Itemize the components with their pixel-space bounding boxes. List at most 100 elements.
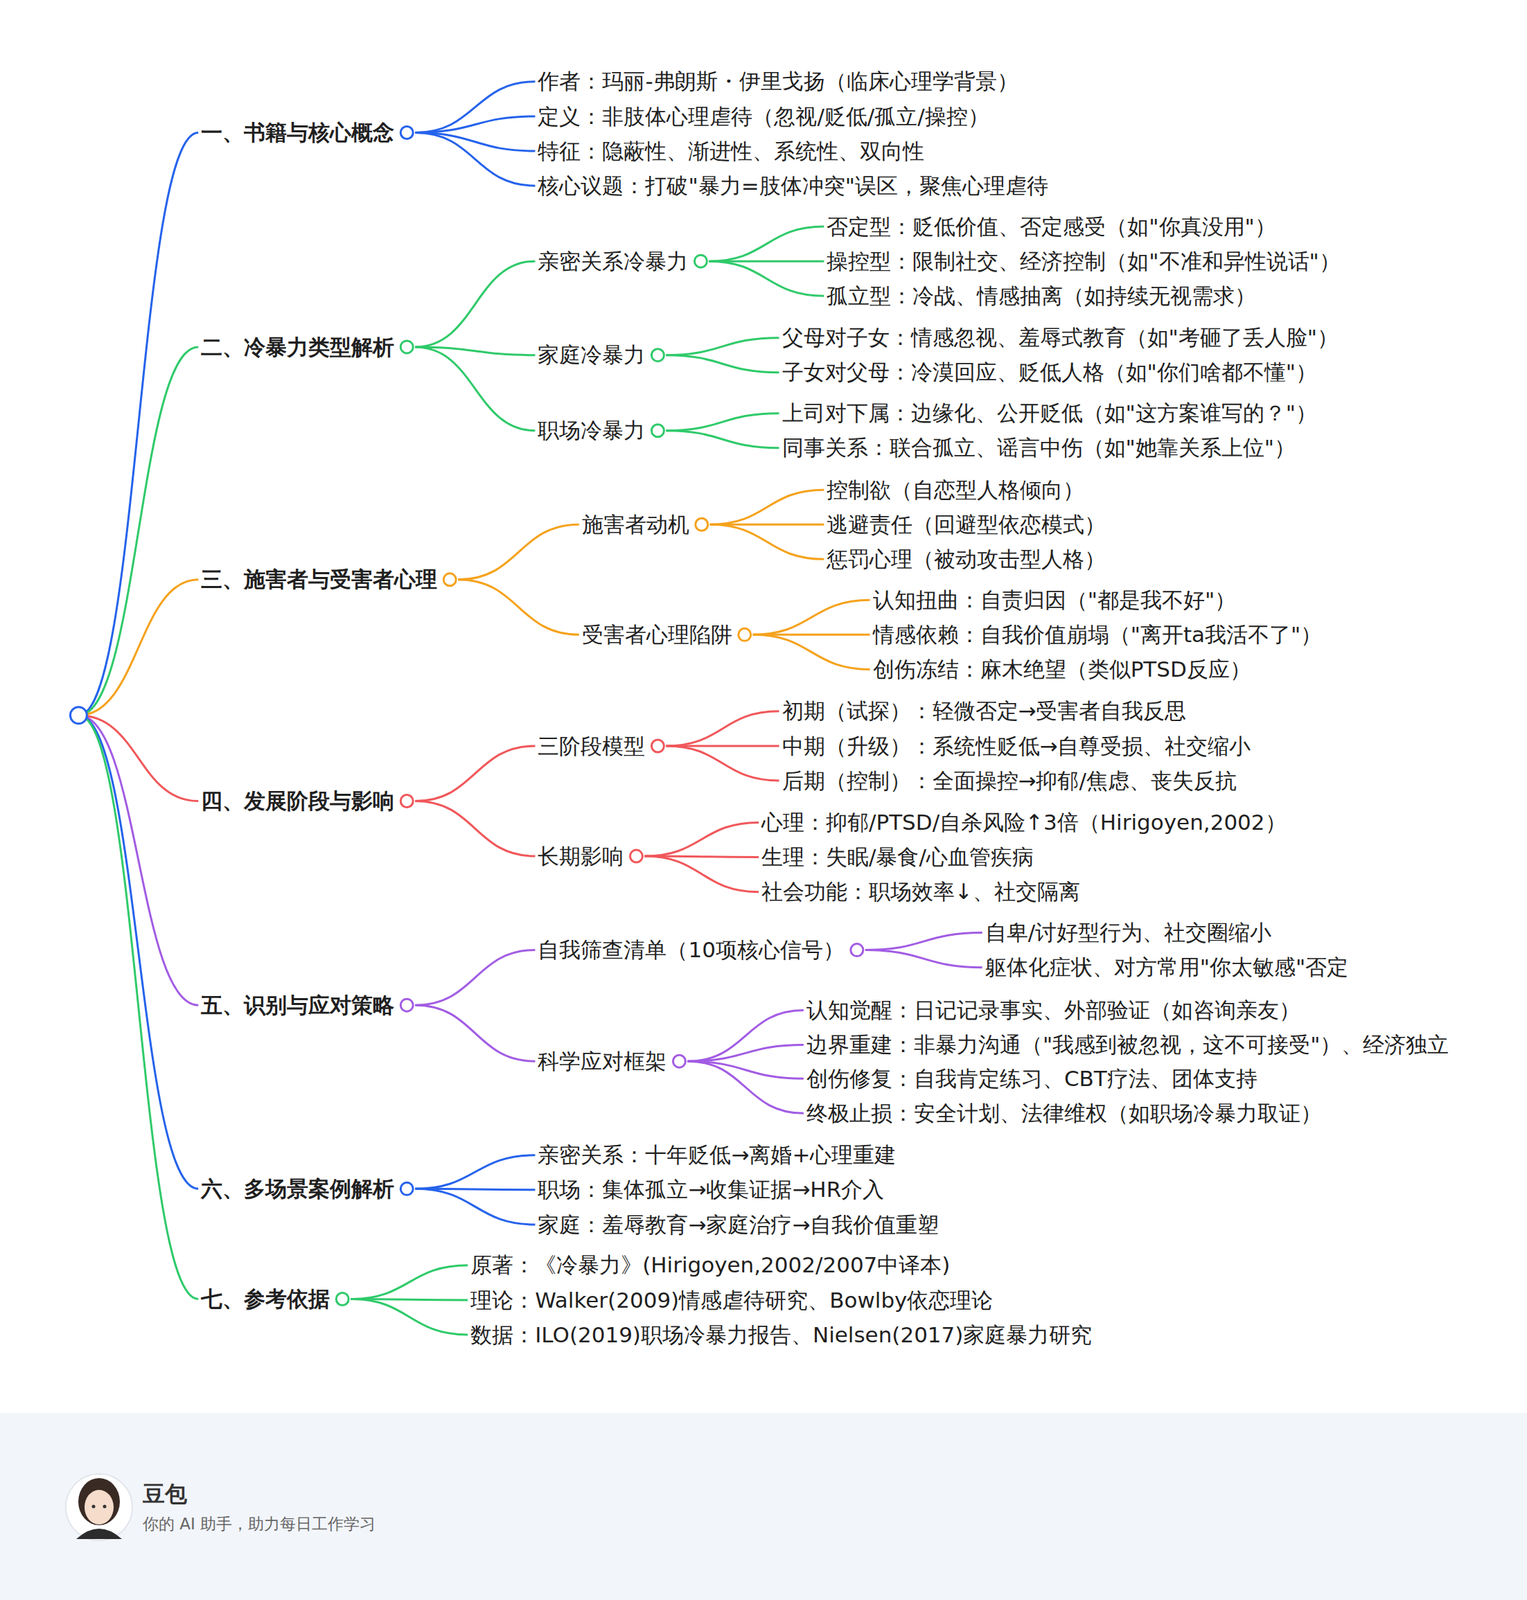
branch-dot — [400, 999, 413, 1012]
branch-dot — [850, 944, 864, 957]
node-text: 边界重建：非暴力沟通（"我感到被忽视，这不可接受"）、经济独立 — [806, 1032, 1450, 1058]
node-text: 心理：抑郁/PTSD/自杀风险↑3倍（Hirigoyen,2002） — [761, 809, 1287, 835]
branch-heading: 一、书籍与核心概念 — [198, 117, 416, 148]
root-dot — [69, 707, 87, 725]
branch-topic: 家庭：羞辱教育→家庭治疗→自我价值重塑 — [534, 1210, 942, 1241]
branch-connector — [665, 430, 779, 449]
branch-topic: 认知扭曲：自责归因（"都是我不好"） — [870, 585, 1240, 616]
node-text: 科学应对框架 — [537, 1048, 667, 1074]
branch-connector — [665, 413, 779, 431]
root-branch — [78, 715, 199, 802]
branch-heading: 二、冷暴力类型解析 — [198, 332, 416, 363]
avatar-icon — [65, 1474, 133, 1541]
node-text: 亲密关系：十年贬低→离婚+心理重建 — [537, 1142, 896, 1168]
node-text: 数据：ILO(2019)职场冷暴力报告、Nielsen(2017)家庭暴力研究 — [470, 1322, 1092, 1348]
branch-connector — [350, 1265, 468, 1300]
branch-connector — [687, 1045, 803, 1063]
branch-dot — [400, 340, 413, 354]
branch-topic: 父母对子女：情感忽视、羞辱式教育（如"考砸了丢人脸"） — [779, 322, 1343, 353]
branch-dot — [629, 850, 643, 863]
branch-connector — [415, 801, 535, 858]
branch-topic: 作者：玛丽-弗朗斯・伊里戈扬（临床心理学背景） — [534, 66, 1021, 97]
branch-connector — [415, 746, 535, 802]
brand-name: 豆包 — [142, 1479, 188, 1511]
branch-connector — [710, 489, 825, 525]
root-branch — [78, 715, 199, 1190]
branch-heading: 六、多场景案例解析 — [198, 1174, 416, 1205]
branch-topic: 职场冷暴力 — [534, 415, 666, 446]
node-text: 创伤修复：自我肯定练习、CBT疗法、团体支持 — [806, 1066, 1258, 1092]
root-branch — [78, 347, 199, 716]
branch-dot — [694, 254, 707, 268]
branch-dot — [738, 628, 752, 641]
branch-connector — [753, 634, 871, 670]
node-text: 七、参考依据 — [200, 1286, 330, 1312]
branch-topic: 初期（试探）：轻微否定→受害者自我反思 — [779, 696, 1190, 727]
node-text: 控制欲（自恋型人格倾向） — [826, 477, 1085, 503]
node-text: 躯体化症状、对方常用"你太敏感"否定 — [985, 954, 1349, 980]
branch-heading: 七、参考依据 — [198, 1284, 351, 1315]
root-branch — [78, 715, 199, 1300]
node-text: 家庭冷暴力 — [537, 342, 646, 368]
branch-topic: 终极止损：安全计划、法律维权（如职场冷暴力取证） — [803, 1098, 1325, 1129]
branch-dot — [336, 1292, 349, 1306]
brand-tagline: 你的 AI 助手，助力每日工作学习 — [142, 1513, 376, 1536]
branch-topic: 操控型：限制社交、经济控制（如"不准和异性说话"） — [823, 246, 1344, 277]
branch-topic: 躯体化症状、对方常用"你太敏感"否定 — [982, 952, 1352, 983]
node-text: 孤立型：冷战、情感抽离（如持续无视需求） — [826, 283, 1257, 309]
branch-dot — [400, 126, 413, 140]
node-text: 中期（升级）：系统性贬低→自尊受损、社交缩小 — [782, 733, 1252, 759]
branch-topic: 职场：集体孤立→收集证据→HR介入 — [534, 1175, 887, 1205]
branch-connector — [350, 1299, 468, 1336]
branch-topic: 逃避责任（回避型依恋模式） — [823, 509, 1109, 540]
branch-topic: 三阶段模型 — [534, 731, 666, 762]
node-text: 情感依赖：自我价值崩塌（"离开ta我活不了"） — [872, 622, 1323, 648]
branch-connector — [415, 1005, 535, 1062]
branch-connector — [415, 347, 535, 356]
branch-connector — [415, 950, 535, 1006]
branch-topic: 自我筛查清单（10项核心信号） — [534, 935, 865, 966]
branch-topic: 中期（升级）：系统性贬低→自尊受损、社交缩小 — [779, 731, 1255, 762]
node-text: 作者：玛丽-弗朗斯・伊里戈扬（临床心理学背景） — [537, 68, 1018, 94]
node-text: 操控型：限制社交、经济控制（如"不准和异性说话"） — [826, 248, 1341, 274]
branch-topic: 社会功能：职场效率↓、社交隔离 — [758, 877, 1083, 907]
branch-topic: 亲密关系：十年贬低→离婚+心理重建 — [534, 1140, 899, 1171]
branch-heading: 四、发展阶段与影响 — [198, 786, 416, 817]
branch-topic: 自卑/讨好型行为、社交圈缩小 — [982, 918, 1275, 948]
node-text: 子女对父母：冷漠回应、贬低人格（如"你们啥都不懂"） — [782, 359, 1318, 385]
branch-topic: 否定型：贬低价值、否定感受（如"你真没用"） — [823, 212, 1279, 242]
root-branch — [78, 579, 199, 716]
root-branch — [78, 133, 199, 716]
node-text: 核心议题：打破"暴力=肢体冲突"误区，聚焦心理虐待 — [537, 173, 1049, 199]
branch-connector — [644, 822, 759, 857]
branch-connector — [687, 1010, 803, 1063]
branch-connector — [415, 1155, 535, 1190]
branch-heading: 三、施害者与受害者心理 — [198, 564, 458, 595]
node-text: 职场：集体孤立→收集证据→HR介入 — [537, 1177, 885, 1203]
branch-topic: 上司对下属：边缘化、公开贬低（如"这方案谁写的？"） — [779, 398, 1321, 429]
branch-topic: 家庭冷暴力 — [534, 340, 666, 370]
branch-connector — [753, 599, 871, 635]
footer-band — [0, 1413, 1527, 1600]
branch-dot — [651, 739, 664, 753]
node-text: 自卑/讨好型行为、社交圈缩小 — [985, 920, 1272, 946]
branch-topic: 施害者动机 — [579, 509, 711, 540]
branch-topic: 亲密关系冷暴力 — [534, 246, 709, 277]
node-text: 五、识别与应对策略 — [200, 992, 395, 1018]
branch-dot — [400, 795, 413, 808]
node-text: 三阶段模型 — [537, 733, 646, 759]
branch-connector — [457, 579, 580, 636]
branch-topic: 特征：隐蔽性、渐进性、系统性、双向性 — [534, 136, 928, 167]
branch-connector — [457, 524, 580, 580]
branch-connector — [415, 1188, 535, 1225]
branch-connector — [644, 856, 759, 893]
node-text: 原著：《冷暴力》(Hirigoyen,2002/2007中译本) — [470, 1252, 950, 1278]
node-text: 终极止损：安全计划、法律维权（如职场冷暴力取证） — [806, 1100, 1322, 1126]
branch-heading: 五、识别与应对策略 — [198, 990, 416, 1021]
branch-connector — [415, 261, 535, 348]
branch-topic: 同事关系：联合孤立、谣言中伤（如"她靠关系上位"） — [779, 433, 1300, 463]
branch-dot — [651, 349, 664, 362]
node-text: 施害者动机 — [581, 512, 690, 537]
node-text: 职场冷暴力 — [537, 417, 646, 443]
branch-connector — [665, 746, 779, 781]
